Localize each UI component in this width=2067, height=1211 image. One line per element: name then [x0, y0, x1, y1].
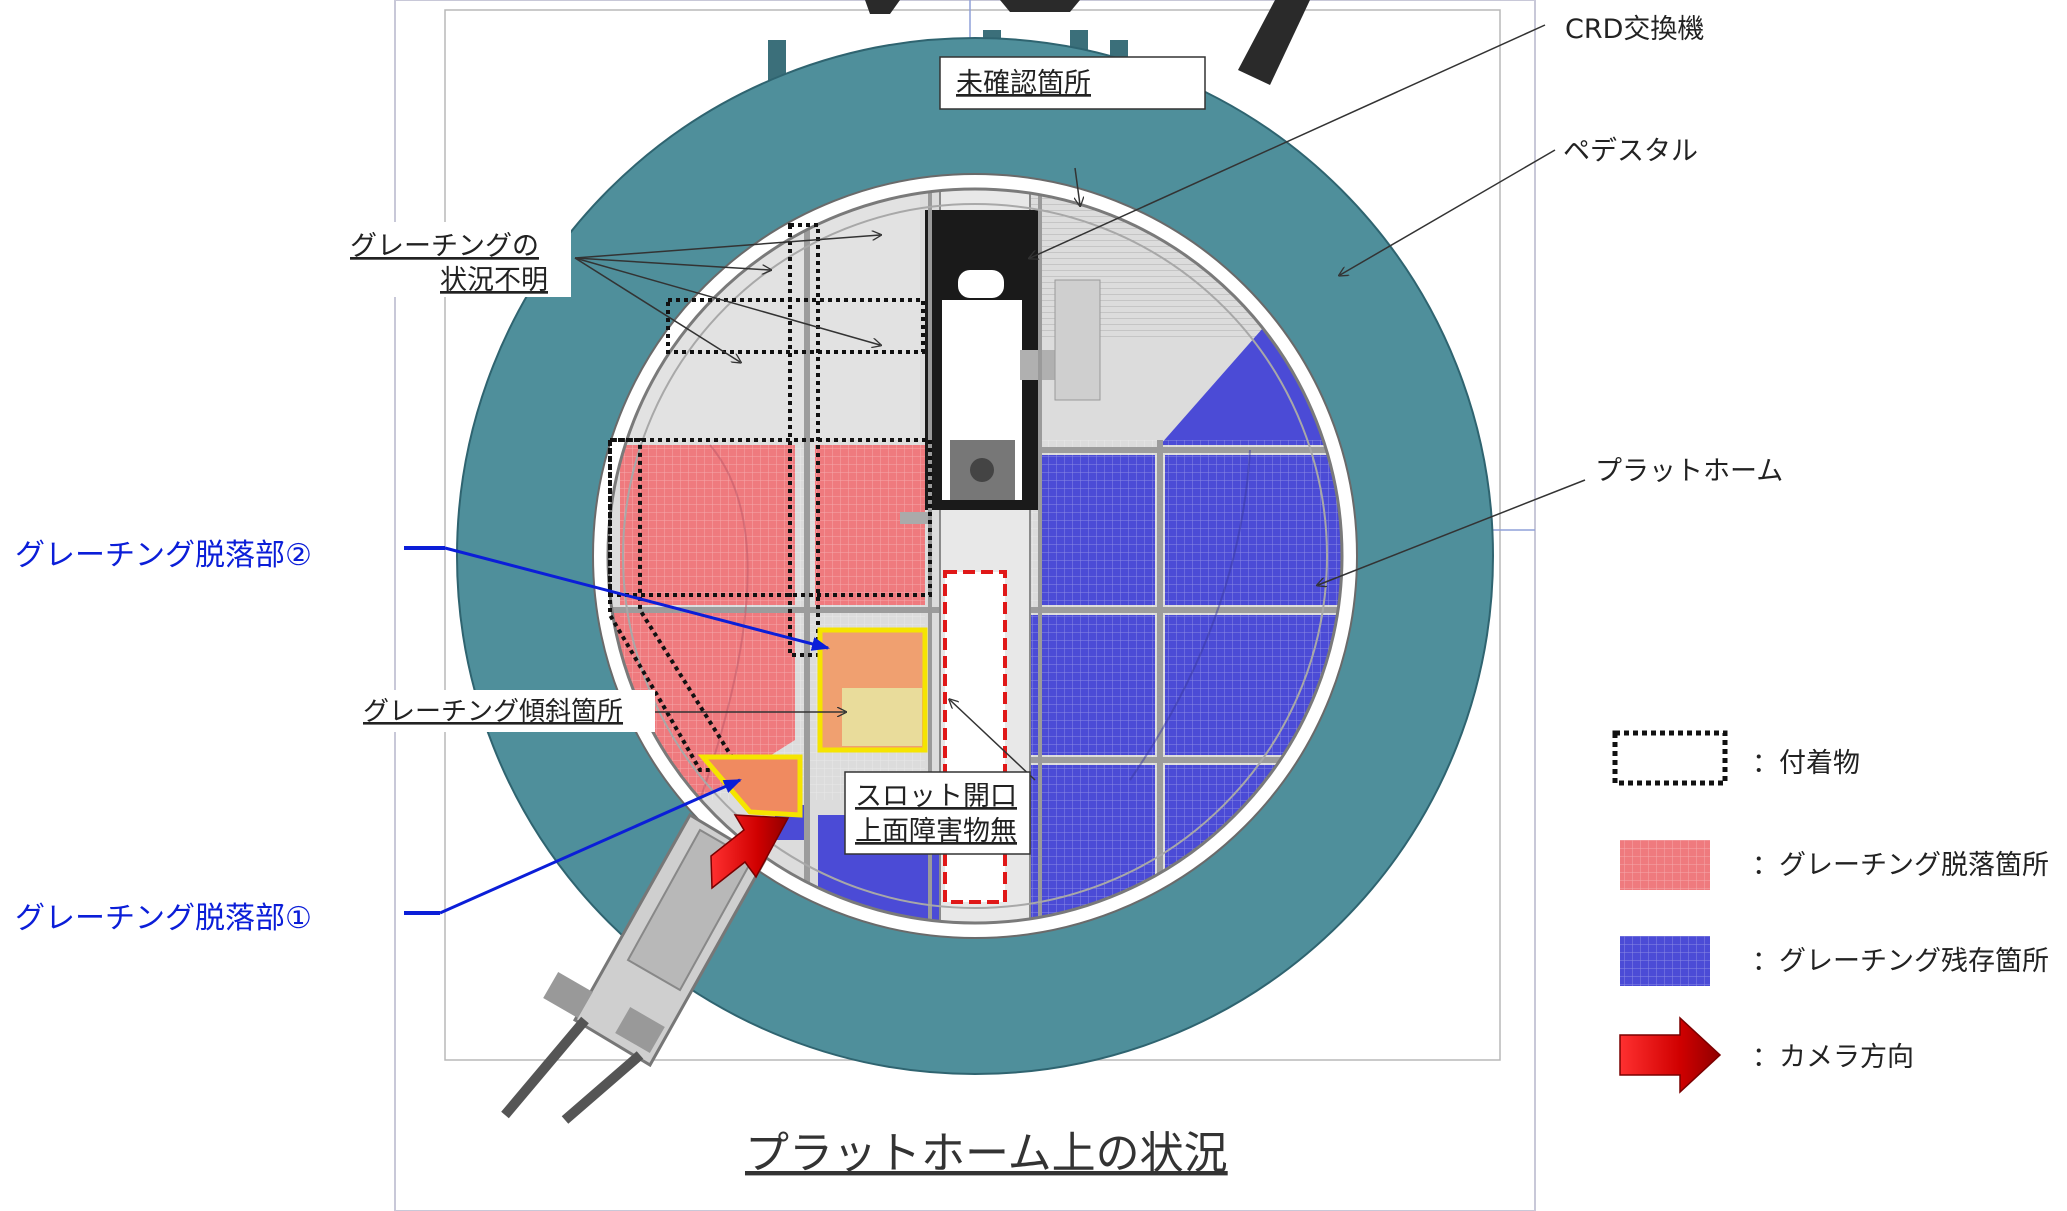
fall-1-label: グレーチング脱落部① [15, 901, 312, 936]
crd-label: CRD交換機 [1565, 14, 1704, 45]
legend-label-camera: ：カメラ方向 [1752, 1042, 1914, 1073]
unconfirmed-label: 未確認箇所 [956, 68, 1091, 99]
platform-beams [608, 189, 1342, 923]
grating-unknown-label-1: グレーチングの [350, 231, 539, 262]
unconfirmed-box [939, 56, 1206, 110]
blue-callouts [404, 546, 830, 915]
diagram-caption: プラットホーム上の状況 [745, 1128, 1228, 1179]
grating-unknown-label-2: 状況不明 [440, 265, 548, 296]
callout-lines [574, 24, 1586, 781]
legend-label-fallen: ：グレーチング脱落箇所 [1752, 850, 2049, 881]
camera-arrow [710, 814, 790, 890]
grating-tilt-label: グレーチング傾斜箇所 [363, 697, 623, 727]
slot-label-2: 上面障害物無 [855, 816, 1017, 847]
fallen-grating-areas [608, 445, 925, 800]
legend: ：付着物 ：グレーチング脱落箇所 ：グレーチング残存箇所 ：カメラ方向 [1612, 730, 2049, 1094]
legend-swatch-deposit [1612, 730, 1728, 786]
platform-label: プラットホーム [1595, 456, 1783, 487]
tilted-grating [697, 627, 928, 818]
grating-unknown-box [343, 222, 571, 297]
slot-label-1: スロット開口 [855, 781, 1017, 812]
slot-box [844, 771, 1031, 855]
legend-label-deposit: ：付着物 [1752, 748, 1860, 779]
grating-tilt-box [360, 690, 655, 732]
legend-label-remaining: ：グレーチング残存箇所 [1752, 946, 2049, 977]
pedestal-label: ペデスタル [1563, 136, 1698, 167]
fall-2-label: グレーチング脱落部② [15, 538, 312, 573]
legend-camera-arrow-icon [1619, 1016, 1722, 1094]
